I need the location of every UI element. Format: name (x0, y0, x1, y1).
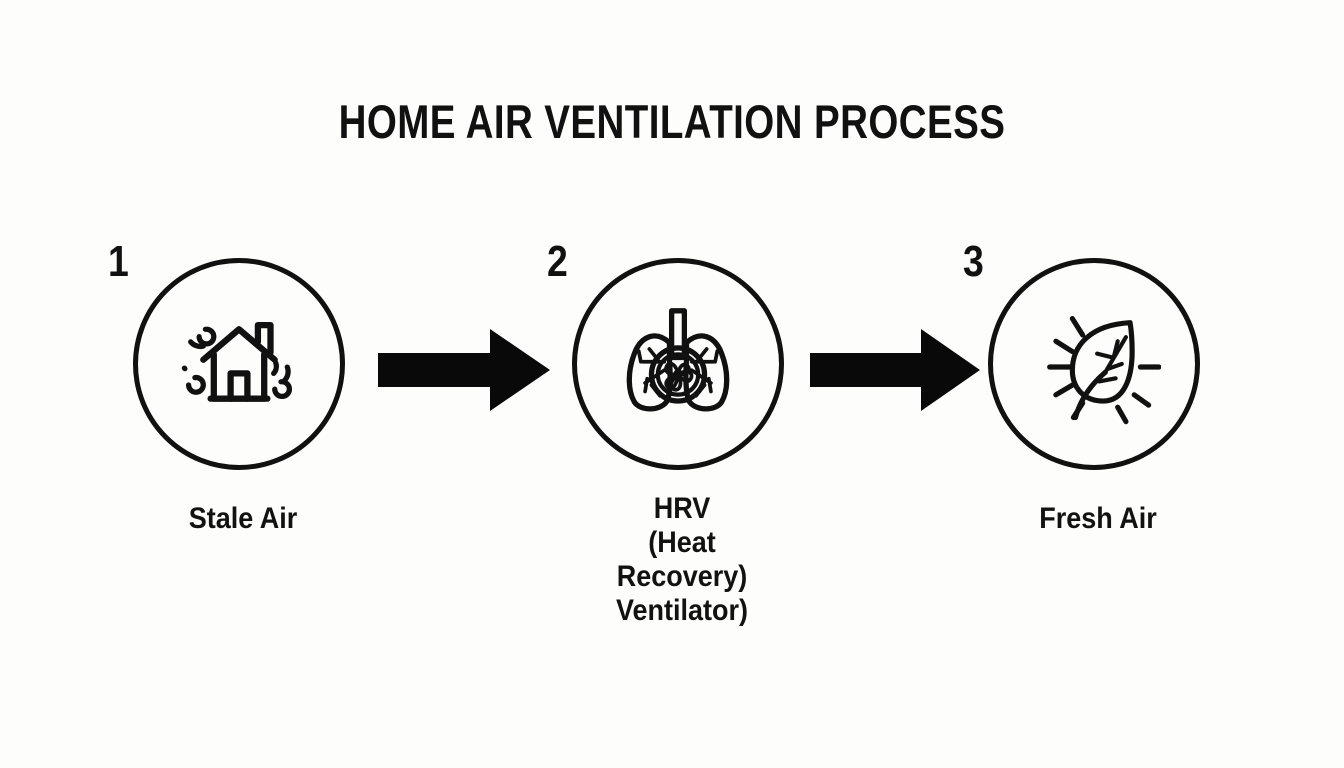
lungs-fan-icon (626, 308, 730, 412)
step-1-label: Stale Air (130, 502, 356, 536)
leaf-shine-icon (1047, 315, 1161, 425)
step-2-label-line-3: Ventilator) (615, 594, 749, 627)
step-3-label: Fresh Air (985, 502, 1211, 536)
step-1-circle-outline (133, 258, 345, 470)
step-3-circle-outline (988, 258, 1200, 470)
arrow-right-1 (378, 327, 550, 413)
step-3-label-line-1: Fresh Air (1039, 502, 1157, 535)
step-2-label: HRV (Heat Recovery) Ventilator) (569, 492, 795, 628)
step-2-number: 2 (547, 237, 568, 286)
process-step-2[interactable]: 2 (547, 240, 795, 627)
process-step-1[interactable]: 1 (108, 240, 356, 612)
step-1-circle-wrap: 1 (108, 240, 356, 478)
step-1-number: 1 (108, 237, 129, 286)
page-title: HOME AIR VENTILATION PROCESS (338, 95, 1006, 148)
step-2-label-line-1: HRV (653, 492, 711, 525)
step-2-circle-outline (572, 258, 784, 470)
step-2-label-line-2: (Heat Recovery) (616, 526, 748, 593)
process-step-3[interactable]: 3 (963, 240, 1211, 612)
step-2-circle-wrap: 2 (547, 240, 795, 478)
arrow-right-2 (810, 327, 980, 413)
step-1-label-line-1: Stale Air (188, 502, 298, 535)
step-3-number: 3 (963, 237, 984, 286)
house-wind-icon (181, 321, 292, 402)
step-3-circle-wrap: 3 (963, 240, 1211, 478)
